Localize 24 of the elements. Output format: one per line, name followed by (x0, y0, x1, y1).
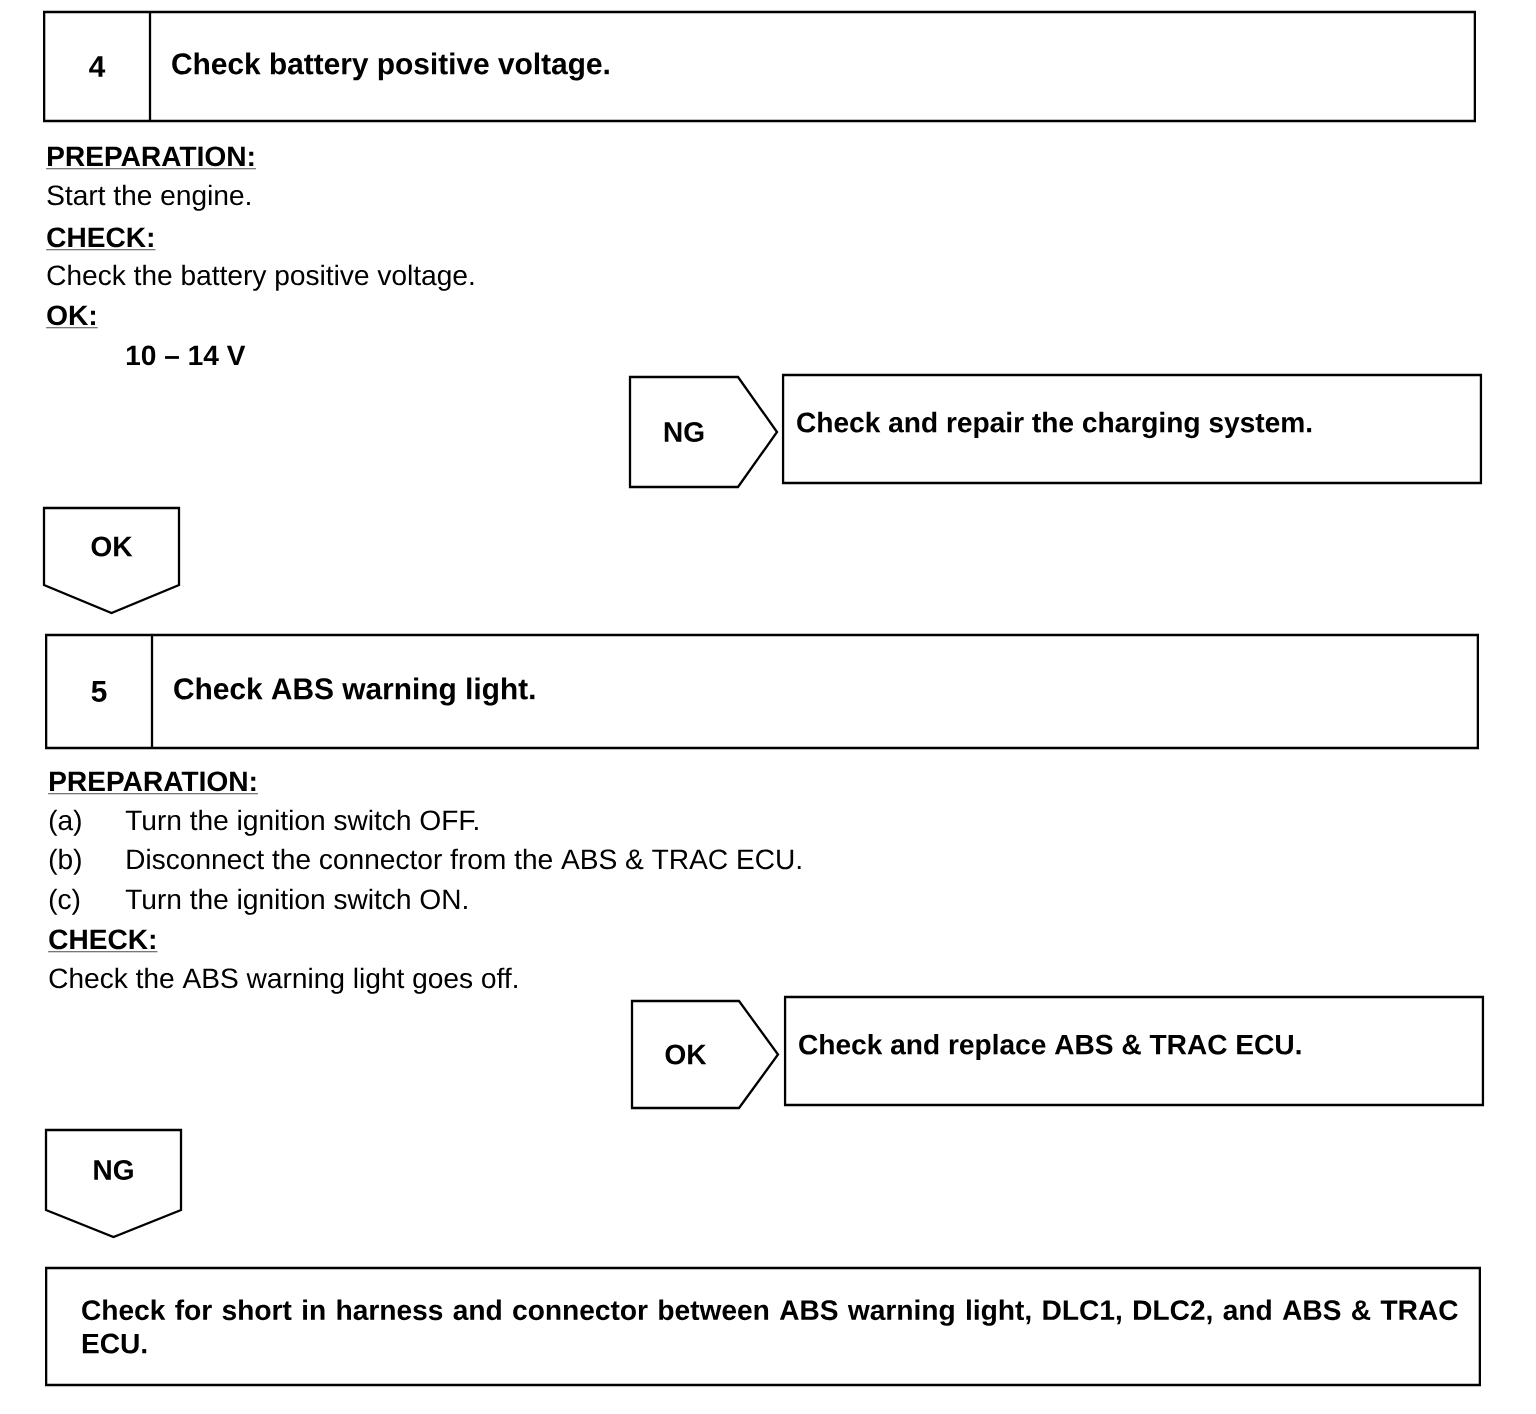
result-box: Check and replace ABS & TRAC ECU. (783, 995, 1485, 1107)
section-heading: OK: (45, 305, 99, 329)
step-box: 5 Check ABS warning light. (45, 633, 1479, 750)
instruction-text: Start the engine. (47, 184, 250, 211)
instruction-text: Turn the ignition switch ON. (125, 888, 467, 915)
chevron-box: NG (44, 1128, 183, 1239)
step-box: 4 Check battery positive voltage. (43, 10, 1476, 123)
spec-value: 10 – 14 V (126, 345, 246, 366)
instruction-text: Check the battery positive voltage. (47, 264, 474, 291)
instruction-text: (b) (49, 848, 81, 875)
instruction-text: (a) (49, 809, 81, 836)
chevron-box: OK (42, 506, 181, 615)
instruction-text: Turn the ignition switch OFF. (125, 809, 478, 836)
section-heading: CHECK: (47, 929, 158, 953)
instruction-text: (c) (49, 888, 80, 915)
chevron-box: OK (630, 999, 780, 1110)
result-box: Check and repair the charging system. (781, 373, 1483, 485)
result-box: Check for short in harness and connector between ABS warning light, DLC1, DLC2, and ABS & TRAC ECU. (45, 1266, 1481, 1387)
section-heading: PREPARATION: (45, 146, 257, 170)
section-heading: PREPARATION: (47, 771, 259, 795)
chevron-box: NG (628, 375, 779, 489)
instruction-text: Disconnect the connector from the ABS & TRAC ECU. (127, 848, 801, 870)
section-heading: CHECK: (45, 227, 156, 251)
instruction-text: Check the ABS warning light goes off. (49, 967, 517, 994)
